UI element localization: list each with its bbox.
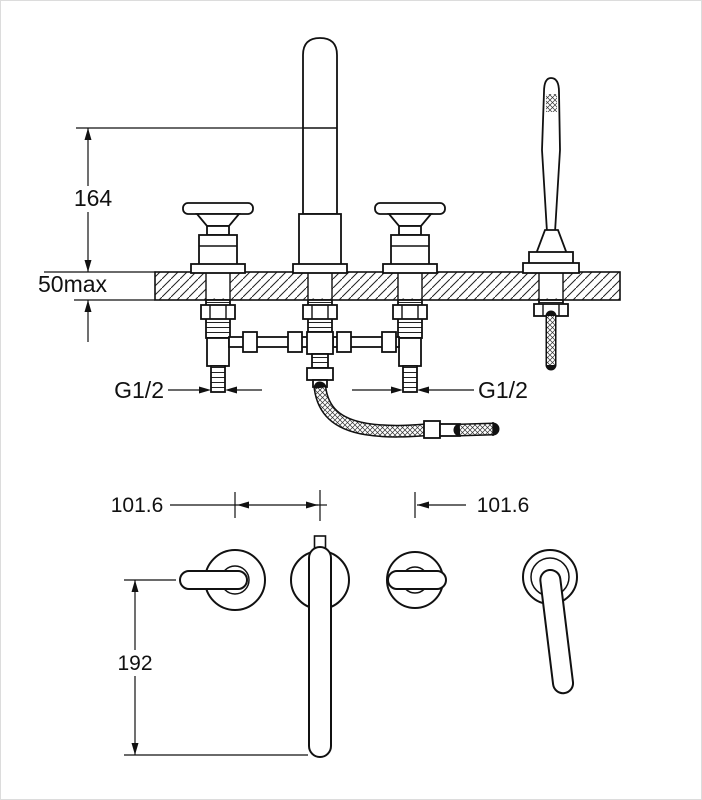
compression-nut — [242, 331, 258, 353]
hand-shower-side — [522, 77, 580, 371]
handle-lever-plan — [387, 570, 447, 590]
handle-lever — [182, 202, 254, 215]
dim-spout-reach: 192 — [114, 579, 308, 756]
spout — [292, 37, 348, 274]
handle-left-plan — [179, 549, 266, 611]
shower-spray-texture — [546, 94, 557, 112]
valve-body — [206, 337, 230, 367]
dim-label-101-6-right: 101.6 — [477, 494, 530, 517]
hose-connector-nut — [423, 420, 441, 439]
flexible-hose — [313, 381, 500, 439]
handle-valve-assembly — [182, 202, 254, 393]
dim-label-164: 164 — [74, 185, 113, 211]
dim-label-50max: 50max — [38, 271, 108, 297]
shower-handpiece-plan — [539, 568, 575, 695]
deck-hole-spout — [307, 273, 333, 299]
compression-nut — [381, 331, 397, 353]
dim-spout-height: 164 — [44, 127, 303, 273]
shower-handpiece — [541, 77, 561, 233]
tee-fitting — [306, 331, 334, 355]
dim-thread-left: G1/2 — [114, 377, 262, 403]
handle-lever-plan — [179, 570, 248, 590]
shower-base-plate — [522, 262, 580, 274]
deck-hole-shower — [538, 273, 564, 299]
locknut — [200, 304, 236, 320]
dim-label-192: 192 — [117, 652, 152, 675]
dim-label-g12-left: G1/2 — [114, 377, 164, 403]
inlet-tailpiece — [210, 365, 226, 393]
handle-body — [198, 234, 238, 267]
handle-right-plan — [386, 551, 447, 609]
dim-label-g12-right: G1/2 — [478, 377, 528, 403]
spout-reach-plan — [308, 546, 332, 758]
dim-deck-thickness: 50max — [38, 271, 155, 342]
spout-plan — [290, 535, 350, 758]
dim-thread-right: G1/2 — [352, 377, 528, 403]
compression-nut — [336, 331, 352, 353]
spout-base-plate — [292, 263, 348, 274]
dim-label-101-6-left: 101.6 — [111, 494, 164, 517]
handle-base-plate — [190, 263, 246, 274]
hand-shower-plan — [522, 549, 578, 695]
dim-hole-spacing: 101.6 101.6 — [111, 490, 530, 521]
compression-nut — [287, 331, 303, 353]
